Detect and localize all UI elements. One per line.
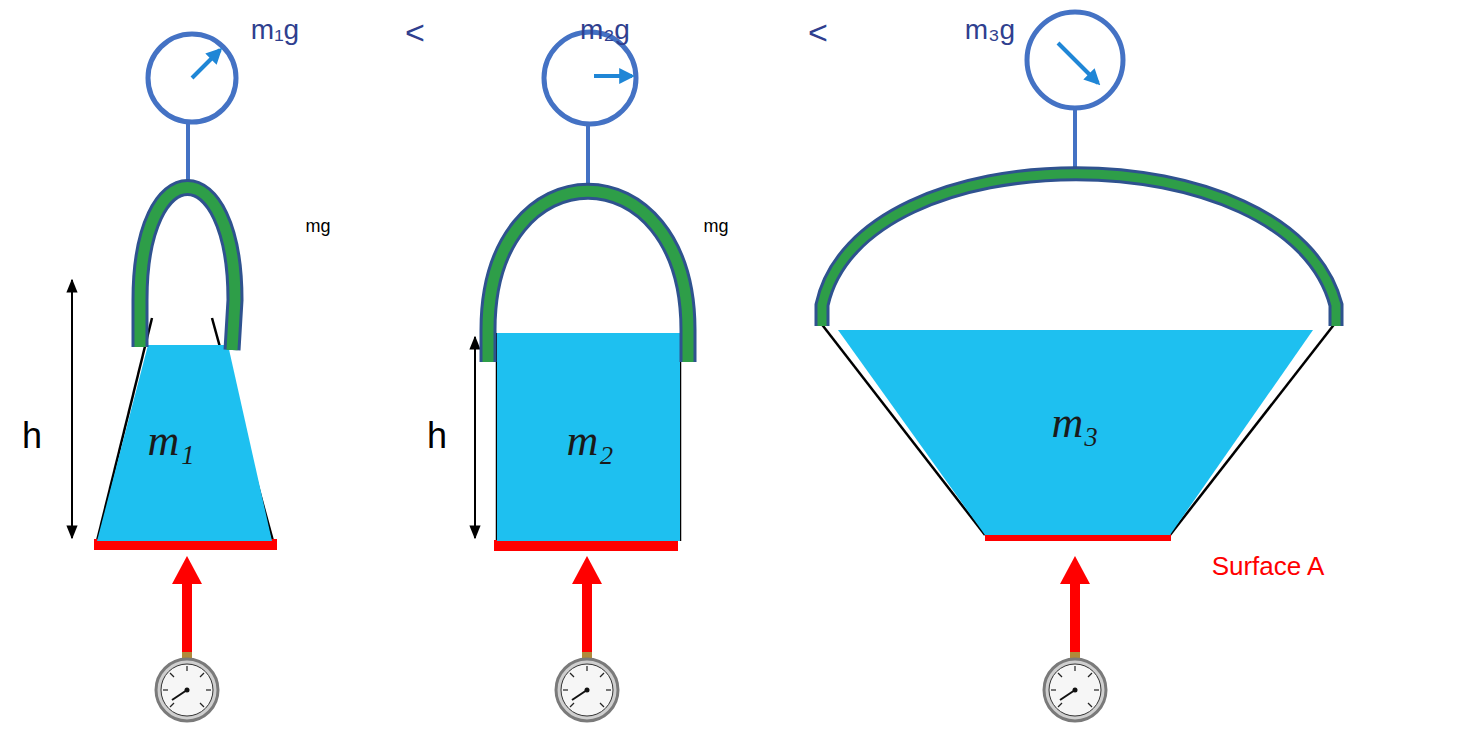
weight-note: mg bbox=[703, 217, 728, 235]
pressure-arrow bbox=[172, 556, 1090, 654]
scale-stem bbox=[188, 108, 1075, 190]
comparison-sign: < bbox=[405, 15, 425, 49]
water-fill bbox=[838, 330, 1313, 535]
mass-label: m₃ bbox=[1051, 397, 1098, 448]
pressure-gauge bbox=[156, 652, 1106, 721]
mass-label: m₁ bbox=[147, 415, 194, 466]
scale-needle bbox=[192, 43, 1098, 83]
water-body: m₁ bbox=[97, 345, 275, 541]
water-body: m₂ bbox=[497, 333, 680, 541]
spring-scale bbox=[148, 12, 1123, 124]
container-wall bbox=[97, 318, 1336, 541]
weight-label: m₂g bbox=[580, 16, 630, 44]
comparison-sign: < bbox=[808, 15, 828, 49]
surface-label: Surface A bbox=[1212, 553, 1325, 579]
height-label: h bbox=[427, 418, 447, 454]
height-label: h bbox=[22, 418, 42, 454]
mass-label: m₂ bbox=[566, 415, 613, 466]
weight-label: m₁g bbox=[251, 16, 299, 44]
weight-note: mg bbox=[305, 217, 330, 235]
water-fill bbox=[97, 345, 272, 541]
water-fill bbox=[497, 333, 680, 541]
water-body: m₃ bbox=[838, 330, 1313, 535]
weight-label: m₃g bbox=[965, 16, 1015, 44]
